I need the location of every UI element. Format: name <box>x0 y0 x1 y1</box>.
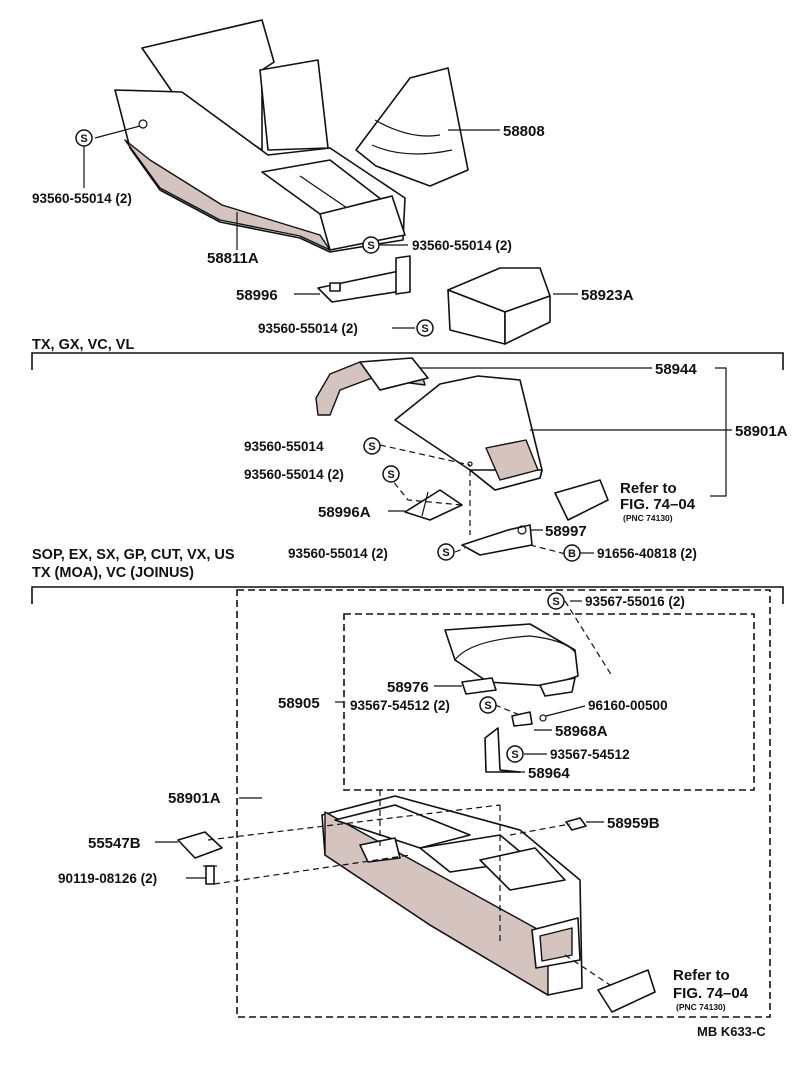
hinge-58976-drawing <box>461 677 497 695</box>
svg-text:S: S <box>552 596 559 608</box>
label-93560-55014-2-f: 93560-55014 (2) <box>288 546 388 561</box>
svg-text:S: S <box>80 133 87 145</box>
label-93567-55016-2: 93567-55016 (2) <box>585 594 685 609</box>
leader-93560-a2 <box>94 125 141 139</box>
refer-text-2-pnc: (PNC 74130) <box>676 1002 726 1012</box>
bracket-58901A <box>710 367 727 497</box>
label-93567-54512-2: 93567-54512 (2) <box>350 698 450 713</box>
svg-text:S: S <box>484 700 491 712</box>
screw-symbol-b: S <box>362 236 380 254</box>
console-upper-panel-drawing <box>114 19 406 253</box>
label-58811A: 58811A <box>207 250 259 267</box>
group-header-2-line2: TX (MOA), VC (JOINUS) <box>32 565 194 581</box>
svg-text:S: S <box>421 323 428 335</box>
label-58901A-bottom: 58901A <box>168 790 221 807</box>
refer-text-1-line2: FIG. 74–04 <box>620 496 696 513</box>
dash-93560-d <box>379 444 471 466</box>
label-58964: 58964 <box>528 765 570 782</box>
group-bracket-1 <box>31 352 784 370</box>
dash-55547B <box>207 804 501 841</box>
screw-symbol-d: S <box>363 437 381 455</box>
dash-93560-e <box>387 474 463 506</box>
label-58968A: 58968A <box>555 723 608 740</box>
label-55547B: 55547B <box>88 835 141 852</box>
dash-refer-bottom <box>564 954 611 986</box>
console-box-58901A-drawing <box>394 375 543 491</box>
label-93567-54512: 93567-54512 <box>550 747 630 762</box>
dash-58959B <box>509 823 571 836</box>
svg-text:S: S <box>387 469 394 481</box>
group-header-1: TX, GX, VC, VL <box>32 337 134 353</box>
label-90119-08126-2: 90119-08126 (2) <box>58 871 157 886</box>
console-rear-58944-drawing <box>315 357 429 416</box>
group-bracket-2 <box>31 586 784 604</box>
label-96160-00500: 96160-00500 <box>588 698 668 713</box>
label-93560-55014-d: 93560-55014 <box>244 439 324 454</box>
screw-symbol-i: S <box>506 745 524 763</box>
bolt-symbol: B <box>563 544 581 562</box>
pad-58959B-drawing <box>565 817 587 831</box>
refer-text-2-line2: FIG. 74–04 <box>673 985 749 1002</box>
refer-insert-top-drawing <box>554 479 609 521</box>
screw-symbol-g: S <box>547 592 565 610</box>
dash-93567-55016 <box>564 600 613 677</box>
label-58808: 58808 <box>503 123 545 140</box>
bolt-90119-drawing <box>203 865 217 885</box>
lever-58964-drawing <box>484 727 521 773</box>
label-58996A: 58996A <box>318 504 371 521</box>
screw-symbol-h: S <box>479 696 497 714</box>
screw-symbol-f: S <box>437 543 455 561</box>
refer-text-1-pnc: (PNC 74130) <box>623 513 673 523</box>
refer-text-2-line1: Refer to <box>673 967 730 984</box>
screw-symbol-c: S <box>416 319 434 337</box>
label-93560-55014-2-a: 93560-55014 (2) <box>32 191 132 206</box>
dash-93560-f <box>454 547 466 553</box>
label-58959B: 58959B <box>607 815 660 832</box>
dash-90119 <box>213 854 411 885</box>
latch-58968A-drawing <box>511 711 547 727</box>
screw-symbol-a: S <box>75 129 93 147</box>
screw-symbol-e: S <box>382 465 400 483</box>
label-58923A: 58923A <box>581 287 634 304</box>
bracket-58997-drawing <box>461 524 533 556</box>
bracket-58996A-drawing <box>404 489 463 521</box>
armrest-lid-drawing <box>444 623 579 697</box>
label-58976: 58976 <box>387 679 429 696</box>
svg-text:S: S <box>442 547 449 559</box>
diagram-code: MB K633-C <box>697 1024 766 1039</box>
bracket-58996-drawing <box>317 255 411 303</box>
group-header-2-line1: SOP, EX, SX, GP, CUT, VX, US <box>32 547 235 563</box>
svg-text:S: S <box>368 441 375 453</box>
label-93560-55014-2-c: 93560-55014 (2) <box>258 321 358 336</box>
shift-boot-drawing <box>355 67 469 187</box>
label-58905: 58905 <box>278 695 320 712</box>
leader-96160 <box>545 705 586 717</box>
svg-text:B: B <box>568 548 576 560</box>
label-58944: 58944 <box>655 361 697 378</box>
cover-55547B-drawing <box>177 831 223 859</box>
label-58996: 58996 <box>236 287 278 304</box>
refer-insert-bottom-drawing <box>597 969 656 1013</box>
label-58997: 58997 <box>545 523 587 540</box>
svg-text:S: S <box>367 240 374 252</box>
console-lower-58901A-drawing <box>321 795 583 996</box>
label-93560-55014-2-b: 93560-55014 (2) <box>412 238 512 253</box>
svg-text:S: S <box>511 749 518 761</box>
assembly-box-58901A <box>236 589 771 1018</box>
label-91656-40818-2: 91656-40818 (2) <box>597 546 697 561</box>
rear-cover-58923A-drawing <box>447 267 551 345</box>
dash-93567-54512-2 <box>494 704 521 716</box>
refer-text-1-line1: Refer to <box>620 480 677 497</box>
label-58901A-top: 58901A <box>735 423 788 440</box>
label-93560-55014-2-e: 93560-55014 (2) <box>244 467 344 482</box>
